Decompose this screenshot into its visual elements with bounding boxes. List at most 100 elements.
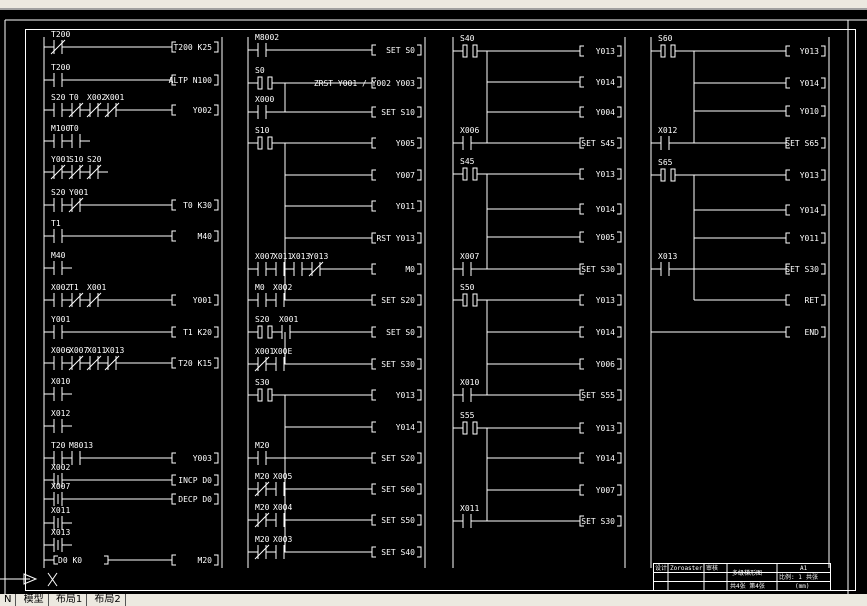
rung[interactable]: Y005 [487,231,622,243]
coil[interactable]: Y014 [579,203,622,215]
contact-no[interactable]: X002 [51,283,70,307]
rung[interactable]: Y007 [285,169,422,181]
coil[interactable]: Y013 [785,169,826,181]
contact-no[interactable]: X010 [51,377,70,401]
contact-no[interactable]: X003 [273,535,292,559]
rung[interactable]: Y014 [285,421,422,433]
rung[interactable]: END [651,326,826,338]
contact-step[interactable]: S0 [255,66,273,90]
rung[interactable]: RST Y013 [285,232,422,244]
contact-no[interactable]: M8002 [255,33,279,57]
coil[interactable]: Y014 [371,421,422,433]
contact-step[interactable]: S40 [460,34,478,58]
coil[interactable]: Y006 [579,358,622,370]
contact-nc[interactable]: M20 [254,535,270,560]
contact-nc[interactable]: X013 [104,346,124,371]
coil[interactable]: SET S30 [785,263,826,275]
contact-no[interactable]: M40 [51,251,66,275]
coil[interactable]: RET [785,294,826,306]
contact-no[interactable]: S20 [51,93,66,117]
contact-pulse[interactable]: X013 [51,528,70,552]
coil[interactable]: Y003 [171,452,219,464]
contact-no[interactable]: X007 [255,252,274,276]
rung[interactable]: RET [694,294,826,306]
rung[interactable]: Y014 [487,76,622,88]
coil[interactable]: INCP D0 [171,474,219,486]
contact-nc[interactable]: S20 [86,155,102,180]
coil[interactable]: SET S20 [371,452,422,464]
contact-no[interactable]: X000 [255,95,274,119]
tab-layout1[interactable]: 布局1 [52,594,88,606]
coil[interactable]: SET S0 [371,326,422,338]
contact-no[interactable]: T0 [69,124,81,148]
rung[interactable]: Y011 [285,200,422,212]
contact-nc[interactable]: Y001 [50,155,70,180]
coil[interactable]: Y002 [171,104,219,116]
coil[interactable]: Y007 [371,169,422,181]
coil[interactable]: ZRST Y001 / Y002 Y003 [314,77,422,89]
coil[interactable]: Y010 [785,105,826,117]
coil[interactable]: Y007 [579,484,622,496]
coil[interactable]: Y011 [371,200,422,212]
contact-nc[interactable]: T200 [50,30,70,55]
contact-no[interactable]: T200 [51,63,70,87]
coil[interactable]: SET S55 [579,389,622,401]
coil[interactable]: Y013 [579,422,622,434]
contact-no[interactable]: X010 [460,378,479,402]
coil[interactable]: Y014 [785,204,826,216]
coil[interactable]: Y011 [785,232,826,244]
coil[interactable]: SET S30 [579,515,622,527]
contact-no[interactable]: X006 [51,346,70,370]
coil[interactable]: ALTP N100 [169,74,219,86]
contact-no[interactable]: M20 [255,441,270,465]
tab-model[interactable]: 模型 [20,594,49,606]
rung[interactable]: Y014 [694,77,826,89]
contact-no[interactable]: X005 [273,472,292,496]
contact-no[interactable]: X004 [273,503,292,527]
rung[interactable]: X012 [44,409,72,433]
contact-step[interactable]: S30 [255,378,273,402]
contact-no[interactable]: X00E [273,347,292,371]
contact-nc[interactable]: Y001 [68,188,88,213]
coil[interactable]: DECP D0 [171,493,219,505]
contact-nc[interactable]: M20 [254,472,270,497]
rung[interactable]: Y010 [694,105,826,117]
contact-no[interactable]: X013 [291,252,310,276]
coil[interactable]: Y013 [579,294,622,306]
coil[interactable]: M40 [171,230,219,242]
contact-pulse[interactable]: X011 [51,506,70,530]
rung[interactable]: Y014 [487,326,622,338]
contact-nc[interactable]: M20 [254,503,270,528]
rung[interactable]: Y011 [694,232,826,244]
contact-no[interactable]: X013 [658,252,677,276]
rung[interactable]: Y006 [487,358,622,370]
coil[interactable]: Y013 [371,389,422,401]
coil[interactable]: SET S30 [371,358,422,370]
contact-no[interactable]: M0 [255,283,267,307]
contact-step[interactable]: S45 [460,157,478,181]
rung[interactable]: X013 SET S30 [651,252,826,276]
contact-nc[interactable]: T1 [68,283,84,308]
rung[interactable]: Y007 [487,484,622,496]
rung[interactable]: Y014 [694,204,826,216]
coil[interactable]: Y013 [579,45,622,57]
